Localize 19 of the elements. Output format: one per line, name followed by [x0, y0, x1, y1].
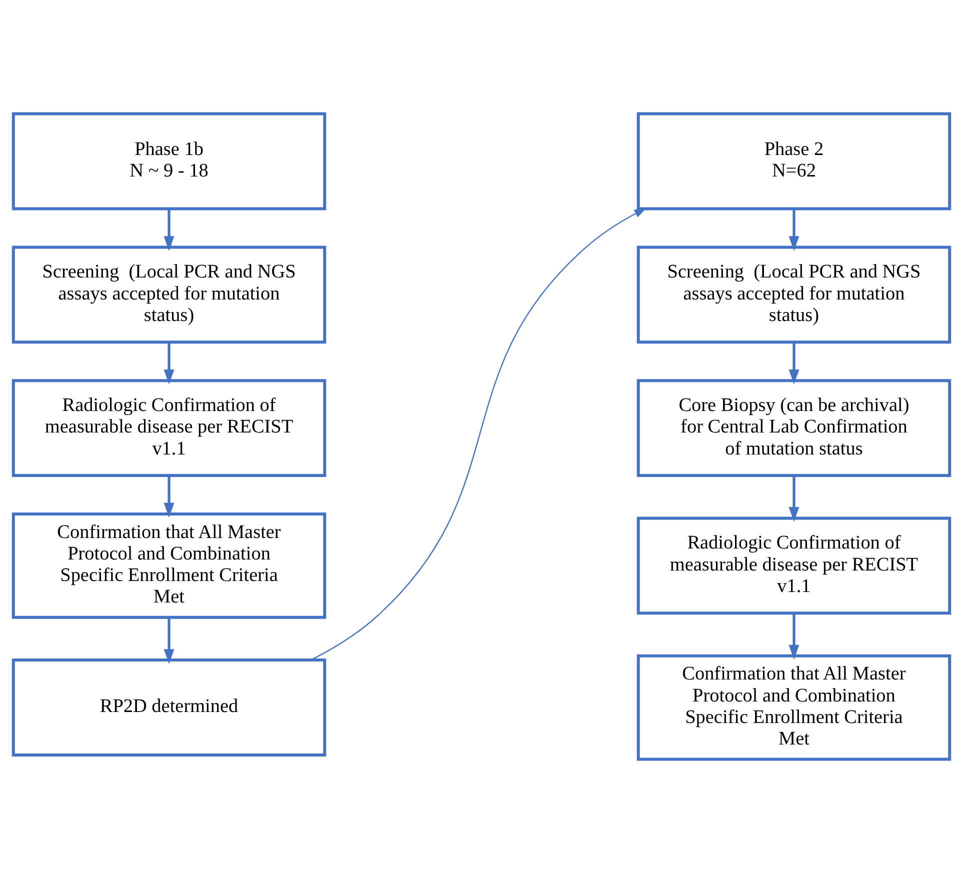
node-box: Phase 1b N ~ 9 - 18 — [12, 112, 326, 210]
node-box: Confirmation that All Master Protocol and Combination Specific Enrollment Criteria Met — [636, 654, 952, 761]
node-box: Radiologic Confirmation of measurable disease per RECIST v1.1 — [12, 379, 326, 478]
node-box: Radiologic Confirmation of measurable disease per RECIST v1.1 — [636, 516, 952, 615]
node-box: Phase 2 N=62 — [636, 112, 952, 210]
node-box: RP2D determined — [12, 658, 326, 756]
arrow — [164, 618, 174, 664]
arrow — [788, 342, 800, 384]
node-box: Screening (Local PCR and NGS assays accepted for mutation status) — [12, 246, 326, 344]
arrow — [164, 476, 174, 518]
node-box: Screening (Local PCR and NGS assays accepted for mutation status) — [636, 246, 952, 344]
node-box: Confirmation that All Master Protocol and Combination Specific Enrollment Criteria Met — [12, 512, 326, 619]
node-box: Core Biopsy (can be archival) for Central Lab Confirmation of mutation status — [636, 379, 952, 478]
arrow — [164, 209, 174, 252]
arrow — [788, 209, 800, 252]
arrow — [788, 476, 800, 522]
arrow — [310, 208, 646, 660]
arrow — [788, 613, 800, 660]
arrow — [164, 342, 174, 384]
